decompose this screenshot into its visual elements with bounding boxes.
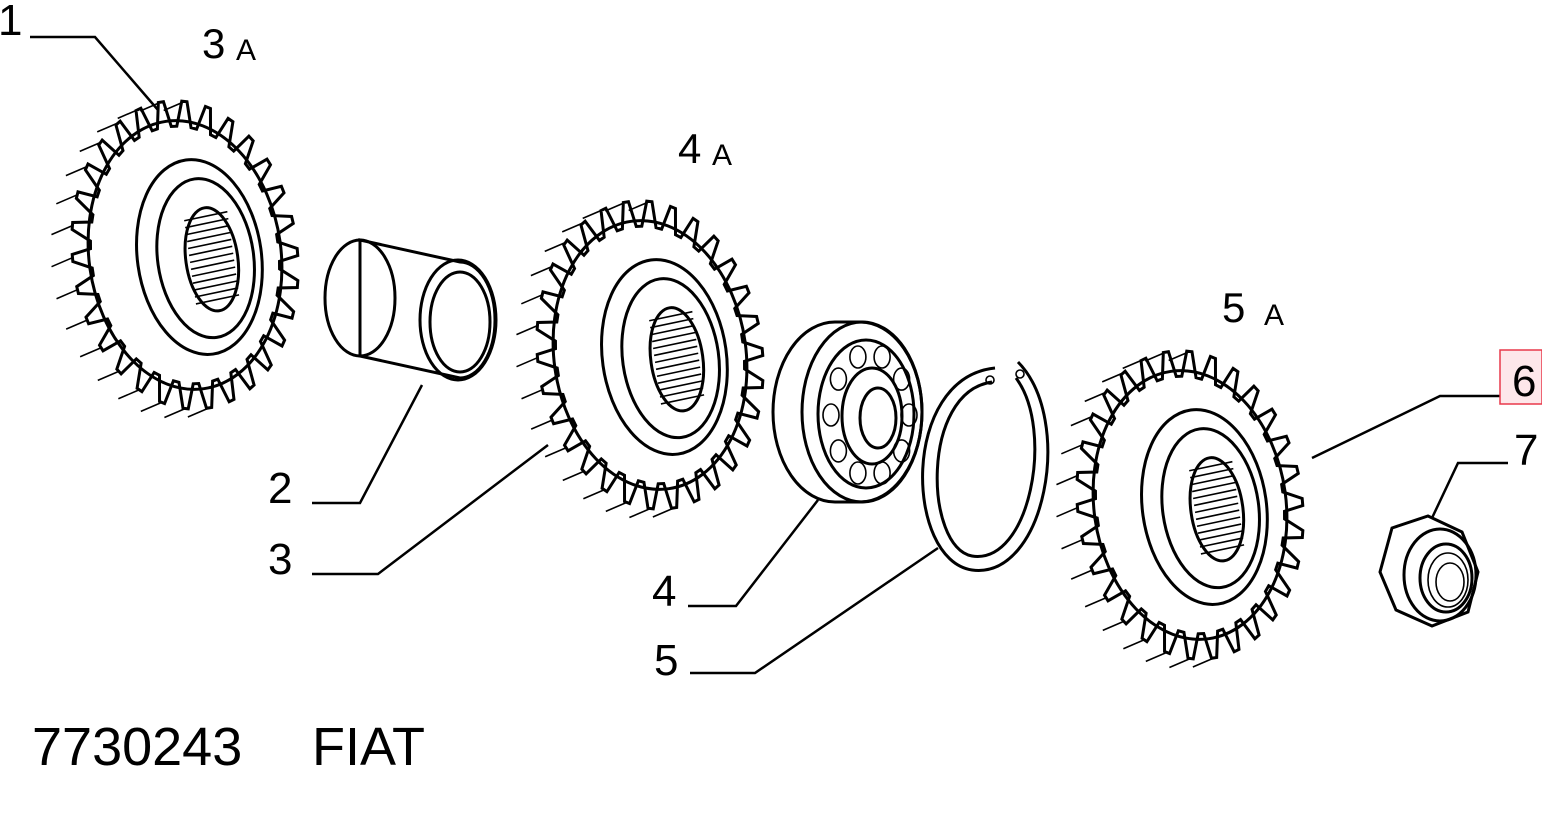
gear-1-splines [184,210,240,305]
svg-text:6: 6 [1512,357,1536,406]
svg-text:3: 3 [268,535,292,584]
leader-line-3 [312,444,549,576]
callout-2[interactable]: 2 [268,464,292,513]
part-number: 7730243 [32,717,242,777]
gear-6-teeth [1056,349,1305,669]
svg-text:3: 3 [202,20,225,67]
gear-1[interactable] [31,86,318,433]
leader-line-5 [690,546,939,675]
callout-3[interactable]: 3 [268,535,292,584]
callout-6-highlighted[interactable]: 6 [1499,349,1542,406]
gear-1-teeth [51,99,300,419]
hex-nut-7[interactable] [1378,514,1480,628]
callout-7[interactable]: 7 [1514,426,1538,475]
svg-text:5: 5 [654,636,678,685]
leader-line-1 [30,35,159,111]
bearing-balls [822,345,918,485]
svg-text:2: 2 [268,464,292,513]
gear-group-label-3a: 3 A [202,20,256,67]
gear-6[interactable] [1036,336,1323,683]
gear-3-teeth [516,199,765,519]
svg-text:1: 1 [0,0,22,45]
brand-name: FIAT [312,717,425,777]
callout-4[interactable]: 4 [652,567,676,616]
gear-group-label-5a: 5 A [1222,284,1284,332]
svg-text:A: A [712,139,732,172]
svg-text:A: A [1264,299,1284,332]
gear-3[interactable] [496,186,783,533]
gear-6-splines [1189,460,1245,555]
svg-text:4: 4 [652,567,676,616]
svg-text:A: A [236,34,256,67]
leader-line-2 [312,384,424,505]
ball-bearing-4[interactable] [771,320,924,504]
gear-group-label-4a: 4 A [678,125,732,172]
gear-3-splines [649,310,705,405]
leader-line-6 [1311,394,1500,460]
svg-text:7: 7 [1514,426,1538,475]
callout-6-highlight-box [1499,349,1542,405]
svg-text:4: 4 [678,125,701,172]
svg-text:5: 5 [1222,284,1245,331]
bushing-2[interactable] [323,238,498,382]
snap-ring-5[interactable] [921,360,1050,572]
leader-line-4 [688,499,819,608]
callout-5[interactable]: 5 [654,636,678,685]
callout-1[interactable]: 1 [0,0,22,45]
leader-line-7 [1430,461,1508,519]
